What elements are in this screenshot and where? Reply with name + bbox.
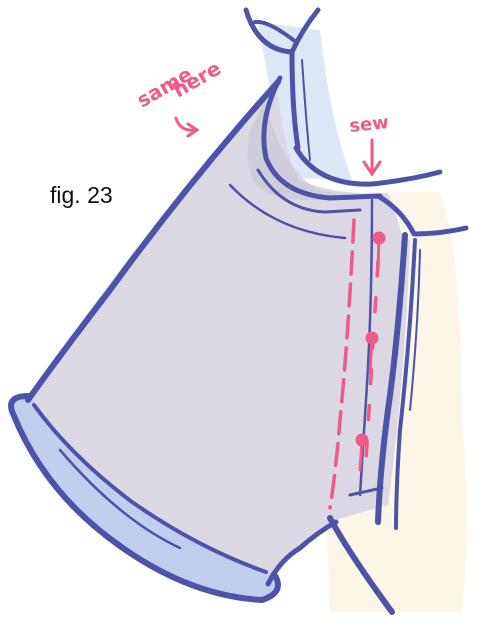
same-here-label-line2: here xyxy=(169,56,225,102)
sew-label: sew xyxy=(348,112,390,137)
sew-arrow-icon xyxy=(364,140,380,174)
figure-label: fig. 23 xyxy=(50,182,113,209)
same-here-arrow-icon xyxy=(176,118,197,136)
